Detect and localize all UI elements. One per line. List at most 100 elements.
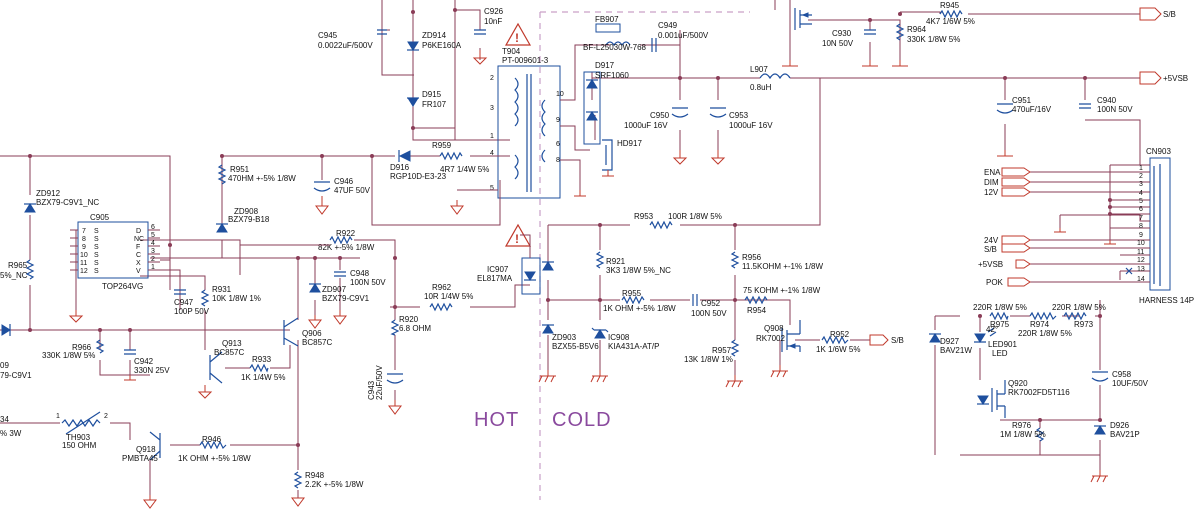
c940-value: 100N 50V (1097, 105, 1133, 114)
r934-value: % 3W (0, 429, 22, 438)
r946-ref: R946 (202, 435, 222, 444)
q906-ref: Q906 (302, 329, 322, 338)
ic907-ref: IC907 (487, 265, 509, 274)
r952-ref: R952 (830, 330, 850, 339)
svg-text:S: S (94, 236, 99, 243)
c945-ref: C945 (318, 31, 338, 40)
ground-icon (1104, 240, 1116, 245)
ground-icon (782, 60, 798, 67)
ground-icon (143, 495, 157, 509)
zd909-value: 79-C9V1 (0, 371, 32, 380)
th903-ref: TH903 (66, 433, 91, 442)
r959-ref: R959 (432, 141, 452, 150)
c942-capacitor (124, 349, 136, 355)
r945-ref: R945 (940, 1, 960, 10)
svg-text:14: 14 (1137, 276, 1145, 283)
c905-ref: C905 (90, 213, 110, 222)
c958-capacitor (1091, 371, 1109, 382)
zd907-ref: ZD907 (322, 285, 347, 294)
d915-diode (407, 97, 419, 107)
c940-ref: C940 (1097, 96, 1117, 105)
svg-text:1: 1 (1139, 165, 1143, 172)
ground-icon (862, 60, 878, 67)
ic908-shunt-regulator (591, 327, 609, 339)
led901-led (974, 327, 997, 343)
svg-text:12: 12 (1137, 257, 1145, 264)
r976-resistor (1035, 427, 1045, 442)
r948-resistor (293, 471, 303, 489)
svg-text:4: 4 (151, 240, 155, 247)
r952-value: 1K 1/6W 5% (816, 345, 860, 354)
c953-value: 1000uF 16V (729, 121, 773, 130)
r922-value: 82K +-5% 1/8W (318, 243, 375, 252)
c947-capacitor (174, 289, 186, 295)
ground-icon (333, 310, 347, 325)
ic908-value: KIA431A-AT/P (608, 342, 659, 351)
d915-ref: D915 (422, 90, 442, 99)
cn903-connector (1149, 157, 1171, 291)
pok-connector (1007, 277, 1031, 287)
r931-resistor (200, 289, 210, 307)
svg-text:6: 6 (1139, 206, 1143, 213)
r973-resistor (1063, 311, 1087, 321)
dim-connector (1001, 177, 1031, 187)
d917-diode (583, 71, 601, 145)
v5sb-conn-label: +5VSB (978, 260, 1003, 269)
hd917-heatsink (602, 139, 613, 171)
r966-resistor (95, 339, 105, 354)
svg-text:!: ! (515, 31, 519, 45)
c948-ref: C948 (350, 269, 370, 278)
r920-ref: R920 (399, 315, 419, 324)
svg-text:11: 11 (80, 260, 87, 267)
c947-ref: C947 (174, 298, 194, 307)
r951-ref: R951 (230, 165, 250, 174)
d927-ref: D927 (940, 337, 960, 346)
c950-ref: C950 (650, 111, 670, 120)
r922-resistor (329, 235, 353, 245)
c949-value: 0.001uF/500V (658, 31, 709, 40)
svg-text:8: 8 (556, 157, 560, 164)
th903-thermistor (61, 411, 101, 435)
hd917-ref: HD917 (617, 139, 642, 148)
t904-transformer (497, 65, 561, 199)
ground-icon (710, 150, 726, 165)
svg-text:9: 9 (556, 117, 560, 124)
r959-resistor (439, 151, 463, 161)
fb907-value: BF-L25030W-768 (583, 43, 647, 52)
v24-label: 24V (984, 236, 999, 245)
ground-icon (892, 60, 908, 67)
r955-resistor (621, 295, 645, 305)
r955-ref: R955 (622, 289, 642, 298)
sb-conn-connector (1001, 243, 1031, 253)
cn903-value: HARNESS 14P (1139, 296, 1194, 305)
zd907-zener-diode (309, 283, 321, 293)
secondary-wiring (560, 30, 1141, 190)
q913-ref: Q913 (222, 339, 242, 348)
d916-diode (398, 150, 411, 162)
svg-text:10: 10 (556, 91, 564, 98)
r974-resistor (1029, 311, 1057, 321)
q920-value: RK7002FD5T116 (1008, 388, 1070, 397)
svg-text:1: 1 (56, 413, 60, 420)
c952-value: 100N 50V (691, 309, 727, 318)
svg-text:S: S (94, 228, 99, 235)
zd914-ref: ZD914 (422, 31, 447, 40)
c953-capacitor (709, 107, 727, 118)
svg-text:NC: NC (134, 236, 144, 243)
r974-value: 220R 1/8W 5% (1018, 329, 1072, 338)
svg-text:6: 6 (151, 224, 155, 231)
c930-value: 10N 50V (822, 39, 854, 48)
l907-value: 0.8uH (750, 83, 772, 92)
r933-ref: R933 (252, 355, 272, 364)
r976-ref: R976 (1012, 421, 1032, 430)
sb-q908-connector (869, 334, 889, 346)
r920-resistor (390, 319, 400, 336)
q913-value: BC857C (214, 348, 244, 357)
q906-value: BC857C (302, 338, 332, 347)
ground-icon (997, 150, 1013, 157)
svg-text:8: 8 (1139, 223, 1143, 230)
dim-label: DIM (984, 178, 999, 187)
c926-ref: C926 (484, 7, 504, 16)
cold-zone-label: COLD (552, 409, 612, 431)
r931-ref: R931 (212, 285, 232, 294)
